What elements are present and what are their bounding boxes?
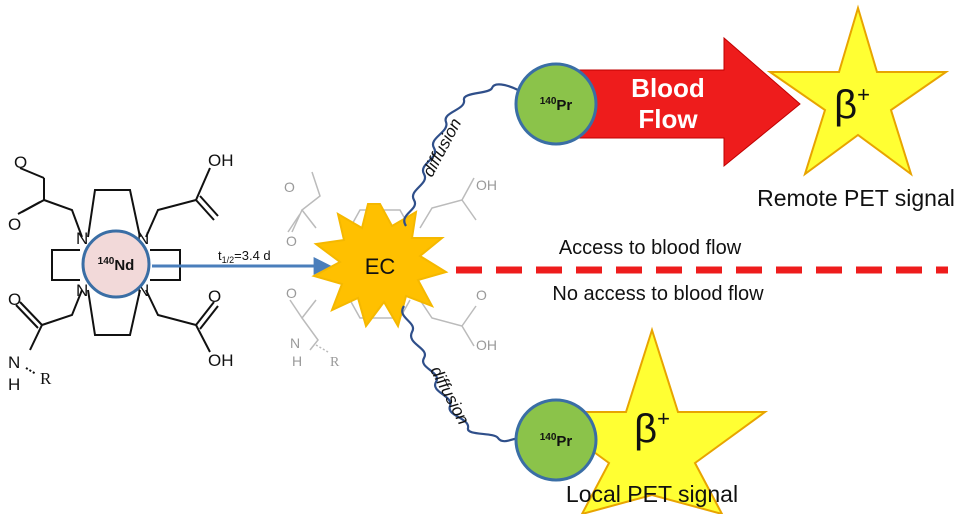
half-life-value: =3.4 d xyxy=(234,248,271,263)
ec-label: EC xyxy=(365,254,396,279)
pr-mass-upper: 140 xyxy=(540,96,557,107)
atom-h-amide: H xyxy=(8,375,20,394)
atom-o-bottom-right: O xyxy=(208,287,221,306)
atom-o-top-left: O xyxy=(14,153,27,172)
faded-atom-o-3: O xyxy=(286,285,297,301)
nd-mass-number: 140 xyxy=(98,256,115,267)
half-life-label: t1/2=3.4 d xyxy=(218,248,271,265)
pr-label-lower: 140Pr xyxy=(540,432,573,450)
remote-beta-symbol: β xyxy=(834,83,857,127)
faded-atom-o-4: O xyxy=(476,287,487,303)
faded-atom-o-1: O xyxy=(284,179,295,195)
pr-mass-lower: 140 xyxy=(540,432,557,443)
local-beta-charge: + xyxy=(657,406,670,431)
half-life-t: t xyxy=(218,248,222,263)
diffusion-path-lower xyxy=(401,305,519,443)
remote-pet-signal-label: Remote PET signal xyxy=(757,185,955,211)
atom-n-amide: N xyxy=(8,353,20,372)
pr-atom-circle-upper xyxy=(514,62,598,146)
faded-atom-n: N xyxy=(290,335,300,351)
faded-atom-oh-1: OH xyxy=(476,177,497,193)
atom-o-top-left-2: O xyxy=(8,215,21,234)
atom-oh-top-right: OH xyxy=(208,151,234,170)
local-pet-signal-label: Local PET signal xyxy=(566,481,738,507)
diffusion-label-upper: diffusion xyxy=(419,115,466,180)
nd-label: 140Nd xyxy=(98,256,135,274)
atom-r: R xyxy=(40,369,52,388)
access-to-blood-flow-label: Access to blood flow xyxy=(559,237,742,259)
remote-beta-charge: + xyxy=(857,82,870,107)
remote-beta-label: β+ xyxy=(834,82,870,127)
faded-atom-o-2: O xyxy=(286,233,297,249)
blood-flow-line1: Blood xyxy=(631,73,705,103)
atom-o-bottom-left: O xyxy=(8,290,21,309)
remote-beta-star xyxy=(766,4,950,177)
pr-atom-circle-lower xyxy=(514,398,598,482)
diffusion-label-lower: diffusion xyxy=(426,363,473,428)
atom-oh-bottom-right: OH xyxy=(208,351,234,370)
nd-element-symbol: Nd xyxy=(114,257,134,274)
diffusion-path-upper xyxy=(403,83,519,227)
ec-burst xyxy=(311,203,449,329)
local-beta-label: β+ xyxy=(634,406,670,451)
pr-label-upper: 140Pr xyxy=(540,96,573,114)
chelator-molecule xyxy=(15,167,219,375)
pr-element-lower: Pr xyxy=(556,433,572,450)
faded-atom-oh-2: OH xyxy=(476,337,497,353)
no-access-to-blood-flow-label: No access to blood flow xyxy=(552,283,764,305)
atom-n-3: N xyxy=(76,281,88,300)
nd-atom-circle xyxy=(81,229,151,299)
blood-flow-line2: Flow xyxy=(638,104,698,134)
faded-atom-h: H xyxy=(292,353,302,369)
atom-n-1: N xyxy=(76,229,88,248)
local-beta-symbol: β xyxy=(634,407,657,451)
pr-element-upper: Pr xyxy=(556,97,572,114)
half-life-sub: 1/2 xyxy=(222,255,235,265)
faded-atom-r: R xyxy=(330,355,340,370)
blood-flow-arrow xyxy=(559,36,801,168)
